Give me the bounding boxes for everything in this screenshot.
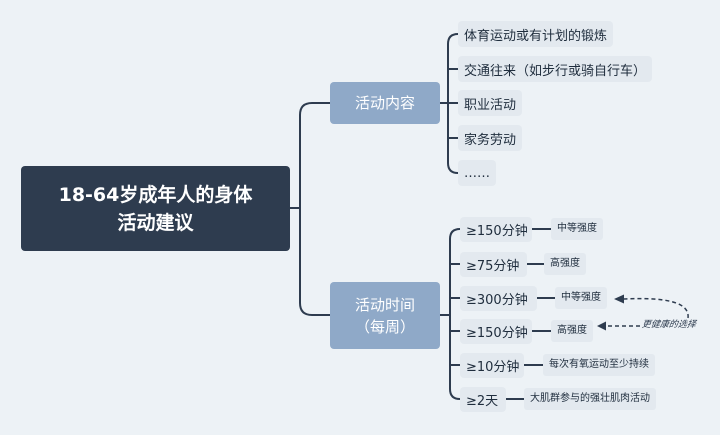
duration-label: ≥300分钟 [466, 293, 528, 308]
content-item[interactable]: 交通往来（如步行或骑自行车） [458, 56, 653, 82]
time-duration[interactable]: ≥300分钟 [460, 286, 537, 311]
branch-activity-content[interactable]: 活动内容 [330, 82, 440, 124]
time-duration[interactable]: ≥75分钟 [460, 252, 527, 277]
content-item-ellipsis[interactable]: …… [458, 160, 496, 186]
time-duration[interactable]: ≥150分钟 [460, 319, 532, 344]
intensity-label: 高强度 [557, 325, 587, 336]
duration-label: ≥2天 [466, 394, 499, 409]
duration-label: ≥10分钟 [466, 360, 520, 375]
root-topic[interactable]: 18-64岁成年人的身体 活动建议 [21, 166, 290, 251]
root-title-line2: 活动建议 [117, 211, 194, 234]
content-item-label: 家务劳动 [464, 132, 517, 148]
intensity-note[interactable]: 每次有氧运动至少持续 [543, 354, 655, 376]
intensity-note[interactable]: 大肌群参与的强壮肌肉活动 [524, 388, 656, 410]
arrowhead-lower-icon [597, 321, 606, 331]
time-duration[interactable]: ≥150分钟 [460, 217, 532, 242]
content-item-label: 体育运动或有计划的锻炼 [464, 28, 608, 44]
branch-activity-time[interactable]: 活动时间 （每周） [330, 282, 440, 349]
intensity-note[interactable]: 高强度 [544, 253, 586, 275]
duration-label: ≥150分钟 [466, 326, 528, 341]
content-item-label: …… [464, 165, 490, 181]
content-item[interactable]: 职业活动 [458, 90, 523, 116]
content-item[interactable]: 体育运动或有计划的锻炼 [458, 21, 614, 47]
intensity-label: 中等强度 [561, 292, 601, 303]
time-duration[interactable]: ≥2天 [460, 387, 506, 412]
branch-label: 活动内容 [354, 94, 415, 112]
intensity-note[interactable]: 中等强度 [555, 287, 607, 309]
duration-label: ≥75分钟 [466, 259, 520, 274]
intensity-label: 每次有氧运动至少持续 [549, 359, 649, 370]
content-item-label: 职业活动 [464, 97, 517, 113]
intensity-label: 高强度 [550, 258, 580, 269]
branch-label-line1: 活动时间 [354, 295, 415, 314]
duration-label: ≥150分钟 [466, 224, 528, 239]
intensity-label: 大肌群参与的强壮肌肉活动 [530, 393, 650, 404]
root-title-line1: 18-64岁成年人的身体 [58, 183, 253, 206]
time-duration[interactable]: ≥10分钟 [460, 353, 524, 378]
intensity-note[interactable]: 中等强度 [551, 218, 603, 240]
healthier-choice-annotation: 更健康的选择 [641, 317, 697, 330]
intensity-note[interactable]: 高强度 [551, 320, 593, 342]
arrowhead-upper-icon [614, 294, 624, 304]
content-item-label: 交通往来（如步行或骑自行车） [464, 63, 647, 79]
intensity-label: 中等强度 [557, 223, 597, 234]
content-item[interactable]: 家务劳动 [458, 125, 523, 151]
annotation-label: 更健康的选择 [641, 320, 697, 330]
branch-label-line2: （每周） [354, 317, 415, 336]
annotation-arrow-upper [623, 297, 689, 319]
